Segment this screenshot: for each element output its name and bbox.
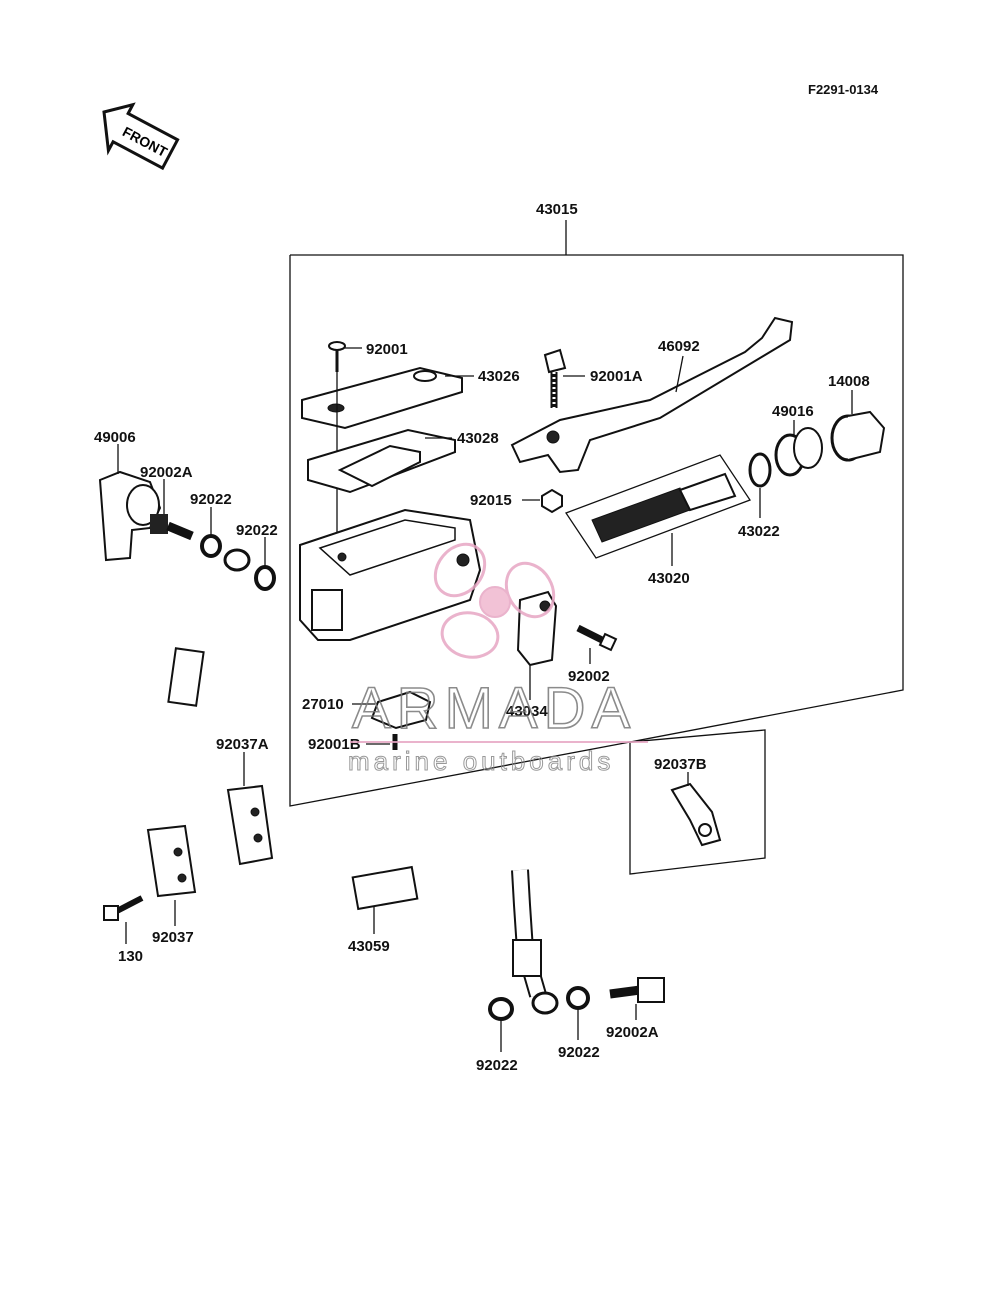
brake-hose [164, 548, 559, 1015]
reservoir-cap [301, 366, 463, 430]
bolt-92002 [576, 624, 618, 652]
label-43034: 43034 [506, 703, 548, 720]
diagram-ref-code: F2291-0134 [808, 82, 879, 97]
label-92022-a: 92022 [190, 491, 232, 508]
label-130: 130 [118, 948, 143, 965]
bolt-130 [103, 895, 144, 921]
banjo-bolt-top [150, 514, 194, 541]
watermark-subtitle: marine outboards [348, 746, 614, 776]
label-92001B: 92001B [308, 736, 361, 753]
label-43028: 43028 [457, 430, 499, 447]
label-92022-d: 92022 [558, 1044, 600, 1061]
leader-lines [117, 347, 853, 1052]
label-92022-b: 92022 [236, 522, 278, 539]
boot-49016 [774, 427, 823, 477]
label-43059: 43059 [348, 938, 390, 955]
label-43015: 43015 [536, 201, 578, 218]
nut-92015 [541, 488, 563, 514]
cylinder-body [299, 508, 482, 641]
part-labels: 92001 43026 92001A 46092 43028 14008 490… [94, 338, 870, 1074]
watermark: ARMADA marine outboards [348, 542, 648, 777]
brake-lever [510, 316, 794, 474]
piston-kit [565, 454, 751, 566]
watermark-title: ARMADA [352, 676, 636, 741]
label-92001A: 92001A [590, 368, 643, 385]
clamp-box [629, 729, 766, 875]
label-27010: 27010 [302, 696, 344, 713]
label-46092: 46092 [658, 338, 700, 355]
label-92022-c: 92022 [476, 1057, 518, 1074]
front-arrow-icon: FRONT [102, 102, 180, 171]
label-92001: 92001 [366, 341, 408, 358]
washer-92022-d [566, 986, 590, 1010]
bolt-92001A [543, 348, 567, 408]
label-92002A-top: 92002A [140, 464, 193, 481]
diaphragm-plate [307, 428, 456, 494]
label-49006: 49006 [94, 429, 136, 446]
clamp-92037A [226, 784, 274, 866]
assembly-box: 43015 [289, 201, 904, 807]
label-43022: 43022 [738, 523, 780, 540]
label-49016: 49016 [772, 403, 814, 420]
clamp-43034 [516, 590, 558, 667]
clamp-92037B [670, 782, 722, 847]
washer-43022 [748, 452, 772, 488]
label-92037B: 92037B [654, 756, 707, 773]
washer-92022-b [254, 565, 276, 591]
clamp-92037 [146, 824, 197, 898]
washer-92022-a [200, 534, 222, 558]
watermark-logo-icon [433, 542, 556, 659]
label-92015: 92015 [470, 492, 512, 509]
label-92002A-bottom: 92002A [606, 1024, 659, 1041]
label-14008: 14008 [828, 373, 870, 390]
switch-27010 [370, 690, 432, 730]
label-43020: 43020 [648, 570, 690, 587]
banjo-bolt-bottom [609, 977, 665, 1003]
label-92037: 92037 [152, 929, 194, 946]
cover-14008 [830, 410, 886, 462]
label-92037A: 92037A [216, 736, 269, 753]
washer-92022-c [488, 997, 514, 1021]
label-92002: 92002 [568, 668, 610, 685]
label-43026: 43026 [478, 368, 520, 385]
